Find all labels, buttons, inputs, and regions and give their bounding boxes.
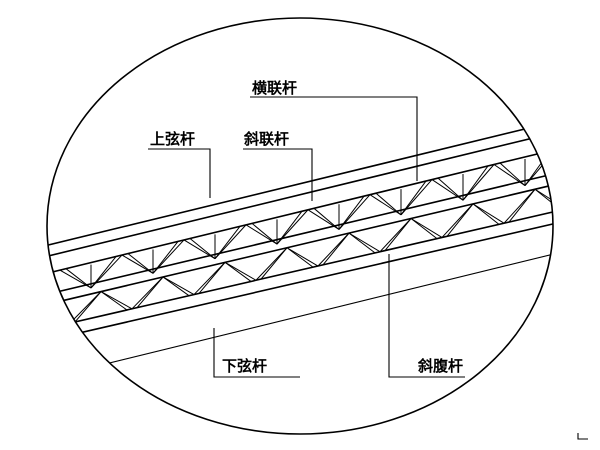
web-member-61 [317, 232, 350, 267]
web-member-57 [255, 247, 288, 281]
web-member-36 [524, 149, 553, 186]
web-member-15 [245, 224, 278, 245]
lower-chord-line-1 [47, 169, 553, 297]
corner-mark [577, 433, 588, 440]
web-member-64 [348, 232, 376, 254]
upper-chord-line-2 [47, 128, 553, 259]
web-member-56 [224, 261, 252, 282]
leader-lines [148, 96, 465, 378]
web-member-50 [162, 276, 195, 295]
web-member-31 [462, 164, 495, 201]
web-member-47 [74, 291, 102, 323]
web-member-0 [59, 269, 92, 289]
web-member-27 [375, 192, 402, 216]
label-diagonal-link: 斜联杆 [243, 130, 289, 148]
lower-chord-line-4 [47, 219, 553, 343]
web-member-49 [131, 276, 164, 310]
web-member-26 [400, 179, 433, 216]
web-member-51 [136, 276, 164, 308]
label-bottom-chord: 下弦杆 [222, 357, 267, 375]
lower-chord-line-2 [47, 180, 553, 307]
web-member-67 [384, 218, 412, 251]
web-member-16 [276, 209, 309, 245]
web-member-40 [556, 149, 587, 171]
web-member-1 [90, 254, 123, 289]
web-member-53 [193, 262, 226, 295]
leader-bottom-chord [213, 328, 300, 378]
web-member-11 [214, 224, 247, 260]
web-member-3 [90, 256, 117, 289]
web-member-28 [400, 180, 427, 216]
web-member-65 [379, 218, 412, 253]
web-member-77 [566, 175, 597, 209]
web-member-62 [348, 232, 381, 253]
web-member-59 [260, 247, 288, 280]
detail-ellipse [46, 17, 554, 435]
web-member-8 [152, 241, 179, 274]
web-member-72 [472, 203, 500, 225]
web-member-55 [198, 262, 226, 294]
leader-diagonal-web [388, 254, 465, 378]
upper-chord-line-1 [47, 117, 553, 248]
leader-horizontal-link [250, 96, 418, 181]
web-member-60 [286, 247, 314, 268]
web-member-54 [224, 261, 257, 281]
web-member-30 [431, 179, 464, 201]
web-member-75 [508, 188, 536, 223]
web-member-42 [562, 148, 587, 171]
web-member-13 [214, 226, 241, 260]
web-member-23 [338, 195, 365, 230]
web-member-20 [307, 209, 340, 230]
web-member-10 [183, 239, 216, 260]
web-member-45 [69, 291, 102, 324]
web-member-46 [100, 291, 133, 310]
label-top-chord: 上弦杆 [150, 130, 195, 148]
web-member-6 [152, 239, 185, 274]
lower-chord-line-3 [47, 207, 553, 331]
web-member-7 [127, 253, 154, 274]
web-members [59, 134, 600, 324]
web-member-76 [534, 188, 553, 211]
web-member-35 [493, 164, 526, 187]
web-member-74 [534, 188, 553, 210]
label-horizontal-link: 横联杆 [252, 79, 297, 97]
upper-chords [47, 117, 553, 276]
lower-chords [47, 169, 553, 381]
web-member-48 [100, 291, 128, 311]
web-member-12 [189, 238, 216, 260]
web-member-70 [472, 203, 505, 224]
web-member-73 [503, 188, 536, 224]
web-member-58 [286, 247, 319, 267]
web-member-33 [462, 165, 489, 201]
label-diagonal-web: 斜腹杆 [417, 357, 463, 375]
lower-chord-line-5 [47, 249, 553, 381]
leader-top-chord [148, 148, 211, 198]
web-member-22 [313, 207, 340, 230]
web-member-37 [499, 162, 526, 186]
web-member-63 [322, 232, 350, 266]
web-member-5 [121, 254, 154, 274]
web-member-25 [369, 194, 402, 216]
web-member-66 [410, 218, 443, 238]
web-member-52 [162, 276, 190, 297]
leader-diagonal-link [243, 148, 313, 201]
web-member-69 [441, 203, 474, 238]
web-member-32 [437, 177, 464, 201]
web-member-71 [446, 203, 474, 237]
upper-chord-line-3 [47, 145, 553, 276]
web-member-41 [587, 134, 600, 171]
web-member-43 [587, 136, 600, 171]
web-member-68 [410, 218, 438, 240]
web-member-21 [338, 194, 371, 230]
web-member-18 [276, 210, 303, 245]
web-member-79 [571, 175, 597, 208]
web-member-17 [251, 223, 278, 245]
web-member-2 [65, 268, 92, 289]
